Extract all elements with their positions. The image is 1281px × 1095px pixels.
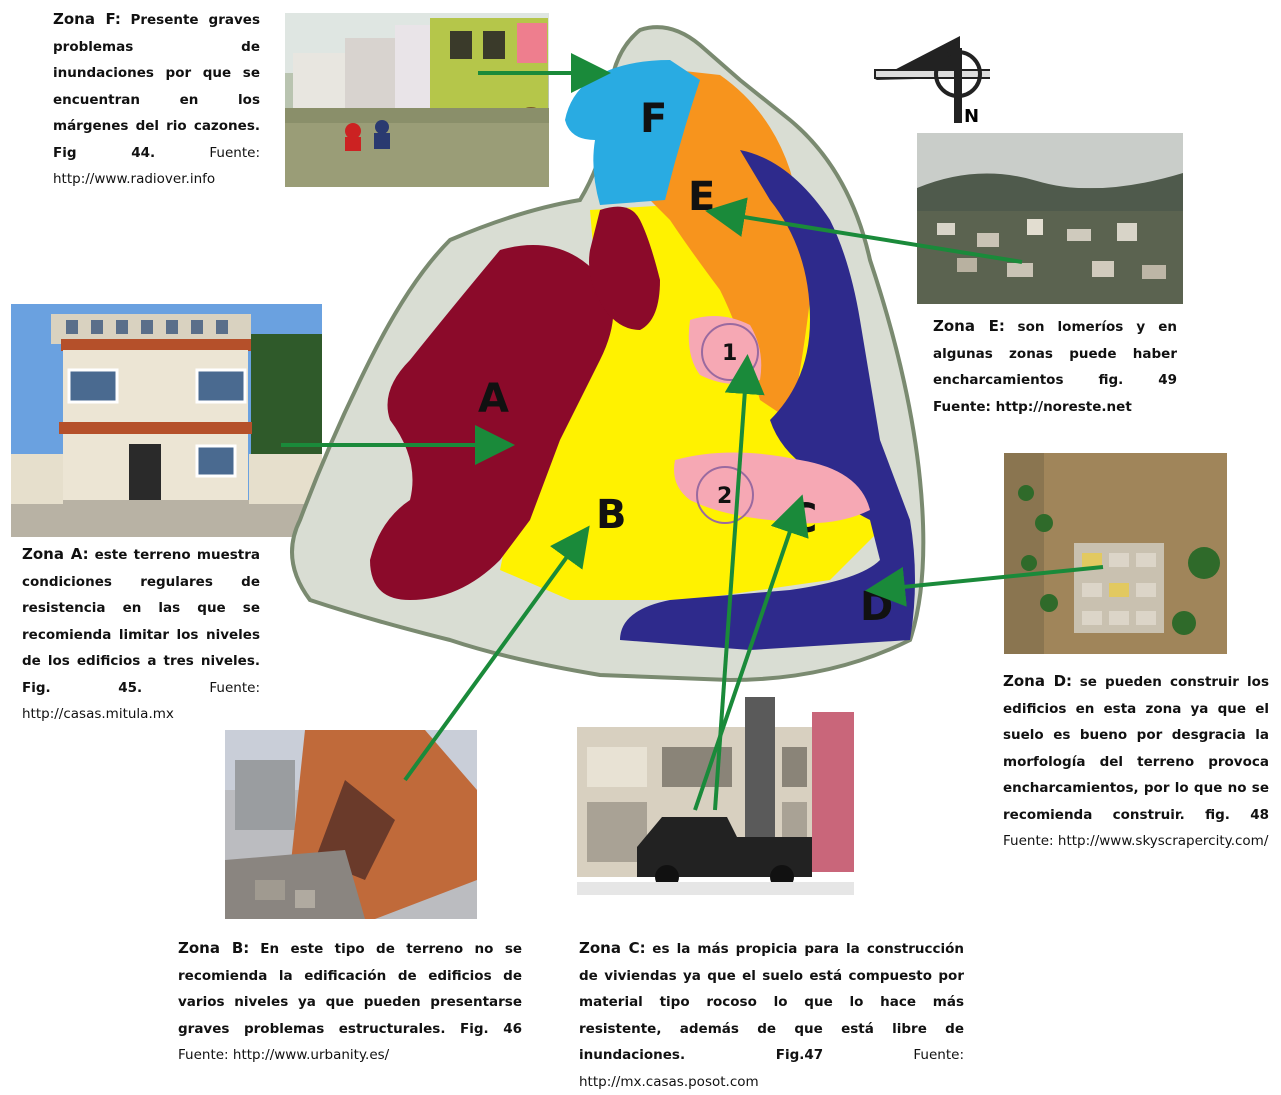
caption-text: se pueden construir los edificios en est…: [1003, 674, 1269, 823]
photo-flooded-street: [285, 13, 549, 187]
caption-zone-c: Zona C: es la más propicia para la const…: [579, 935, 964, 1095]
caption-source: Fuente: http://www.urbanity.es/: [178, 1047, 390, 1063]
caption-zone-e: Zona E: son lomeríos y en algunas zonas …: [933, 313, 1177, 420]
caption-zone-b: Zona B: En este tipo de terreno no se re…: [178, 935, 522, 1069]
caption-source: Fuente: http://casas.mitula.mx: [22, 679, 260, 723]
subzone-1-label: 1: [722, 341, 737, 366]
zone-a-area-north: [589, 206, 660, 330]
photo-modern-house-truck: [577, 687, 854, 895]
photo-damaged-building: [225, 730, 477, 919]
caption-source: Fuente: http://www.skyscrapercity.com/: [1003, 833, 1269, 849]
caption-source: Fuente: http://www.radiover.info: [53, 144, 260, 188]
zoning-map: 1 2 A B C D E F N: [290, 25, 990, 683]
north-compass-icon: N: [874, 36, 990, 127]
zone-e-label: E: [688, 174, 715, 220]
zone-f-label: F: [640, 96, 667, 142]
zone-a-area: [370, 245, 614, 600]
subzone-2-label: 2: [717, 484, 732, 509]
caption-label: Zona A:: [22, 545, 89, 563]
caption-zone-d: Zona D: se pueden construir los edificio…: [1003, 668, 1269, 855]
photo-flooded-aerial: [1004, 453, 1227, 654]
caption-label: Zona D:: [1003, 672, 1073, 690]
caption-label: Zona B:: [178, 939, 250, 957]
caption-label: Zona E:: [933, 317, 1005, 335]
zone-a-label: A: [478, 376, 509, 422]
caption-text: En este tipo de terreno no se recomienda…: [178, 941, 523, 1037]
zone-d-label: D: [860, 584, 893, 630]
caption-source: Fuente: http://mx.casas.posot.com: [579, 1047, 964, 1090]
caption-zone-f: Zona F: Presente graves problemas de inu…: [53, 6, 260, 193]
zone-f-area: [565, 60, 700, 205]
photo-house-two-storey: [11, 304, 322, 537]
zone-d-area: [620, 150, 915, 650]
caption-zone-a: Zona A: este terreno muestra condiciones…: [22, 541, 260, 728]
caption-label: Zona C:: [579, 939, 646, 957]
caption-text: este terreno muestra condiciones regular…: [22, 547, 261, 696]
caption-text: es la más propicia para la construcción …: [579, 941, 965, 1063]
caption-label: Zona F:: [53, 10, 121, 28]
compass-label: N: [964, 106, 979, 127]
zone-b-label: B: [596, 492, 627, 538]
caption-text: Presente graves problemas de inundacione…: [53, 12, 260, 161]
zone-c-label: C: [788, 496, 817, 542]
caption-text: son lomeríos y en algunas zonas puede ha…: [933, 319, 1178, 415]
